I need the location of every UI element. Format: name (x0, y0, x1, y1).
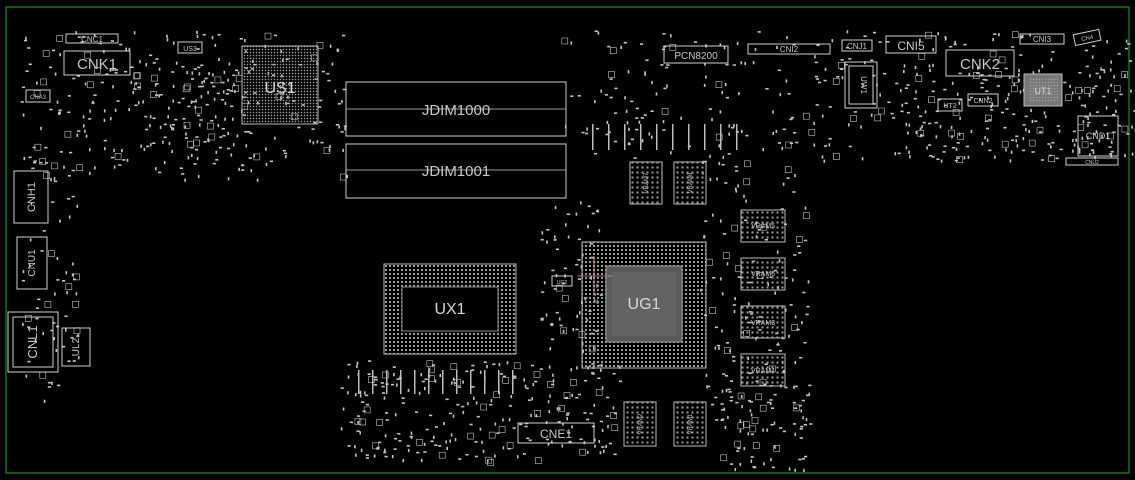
connector-pcn8200: PCN8200 (663, 45, 729, 64)
dimm-slot-jdim1001: JDIM1001 (345, 143, 567, 199)
ug2-label: UG2 (557, 280, 568, 286)
chip-us3: US3 (177, 41, 203, 54)
cn4-label: CN4 (1081, 35, 1095, 44)
connector-cnh1: CNH1 (13, 170, 49, 224)
uw1-label: UW1 (859, 76, 868, 94)
vram7-label: VRAM7 (644, 172, 650, 193)
cpu-ux1: UX1 (383, 263, 517, 355)
vram-vram4: VRAM4 (740, 353, 786, 387)
dimm-slot-jdim1000: JDIM1000 (345, 81, 567, 137)
ut1-label: UT1 (1034, 86, 1051, 96)
cnu1-label: CNU1 (27, 249, 38, 277)
cni3-label: CNI3 (1033, 35, 1052, 44)
connector-cnk2: CNK2 (945, 49, 1015, 77)
vram2-label: VRAM2 (638, 413, 644, 434)
cni2-label: CNI2 (780, 45, 799, 54)
cnj1-label: CNJ1 (847, 42, 868, 51)
vram1-label: VRAM1 (688, 413, 694, 434)
connector-cnl1: CNL1 (7, 311, 59, 373)
connector-cnu2: CNU2 (1065, 157, 1119, 166)
vram8-label: VRAM8 (688, 172, 694, 193)
cnk2-label: CNK2 (960, 56, 1000, 73)
connector-cni2: CNI2 (747, 43, 831, 55)
connector-cni5: CNI5 (885, 35, 937, 54)
vram-vram8: VRAM8 (673, 161, 707, 205)
chip-ul2: UL2 (61, 327, 91, 367)
vram3-label: VRAM3 (751, 320, 775, 327)
ux1-label: UX1 (434, 301, 465, 318)
cna3-label: CNA3 (30, 95, 47, 101)
vram-vram5: VRAM5 (740, 209, 786, 243)
chip-ug2: UG2 (551, 275, 573, 287)
connector-cne1: CNE1 (517, 422, 595, 444)
connector-cnn2: CNN2 (967, 93, 999, 107)
connector-cni3: CNI3 (1019, 33, 1065, 45)
cnk1-label: CNK1 (77, 56, 117, 73)
connector-cnc1: CNC1 (65, 33, 119, 44)
connector-cnu1: CNU1 (16, 236, 48, 290)
ug1-label: UG1 (628, 296, 661, 313)
vram-vram1: VRAM1 (673, 401, 707, 447)
board-outline (5, 6, 1130, 474)
cnl1-label: CNL1 (25, 325, 40, 358)
connector-cnd1: CND1 (1077, 115, 1119, 157)
vram-vram2: VRAM2 (623, 401, 657, 447)
us1-label: US1 (264, 80, 295, 97)
chip-ut1: UT1 (1023, 73, 1063, 107)
jdim1000-label: JDIM1000 (422, 102, 490, 119)
vram-vram3: VRAM3 (740, 305, 786, 339)
cnh1-label: CNH1 (26, 182, 38, 212)
connector-cnj1: CNJ1 (841, 39, 873, 52)
vram4-label: VRAM4 (751, 368, 775, 375)
pcn8200-label: PCN8200 (674, 51, 718, 62)
vram-vram6: VRAM6 (740, 257, 786, 291)
cnu2-label: CNU2 (1085, 160, 1099, 166)
cnc1-label: CNC1 (81, 35, 103, 44)
cnn2-label: CNN2 (973, 98, 992, 105)
connector-cna3: CNA3 (25, 89, 51, 103)
us3-label: US3 (183, 46, 197, 53)
vram6-label: VRAM6 (751, 271, 775, 278)
chip-uw1: UW1 (844, 61, 878, 109)
jdim1001-label: JDIM1001 (422, 163, 490, 180)
gpu-ug1: UG1 (581, 241, 707, 369)
chip-us1: US1 (241, 45, 319, 125)
cni5-label: CNI5 (897, 39, 925, 53)
connector-cnk1: CNK1 (63, 50, 131, 76)
vram-vram7: VRAM7 (629, 161, 663, 205)
ut2-label: UT2 (943, 103, 956, 110)
cnd1-label: CND1 (1086, 131, 1111, 141)
chip-ut2: UT2 (937, 98, 963, 112)
ul2-label: UL2 (71, 337, 82, 356)
cne1-label: CNE1 (540, 427, 572, 441)
connector-cn4: CN4 (1072, 28, 1102, 47)
vram5-label: VRAM5 (751, 223, 775, 230)
